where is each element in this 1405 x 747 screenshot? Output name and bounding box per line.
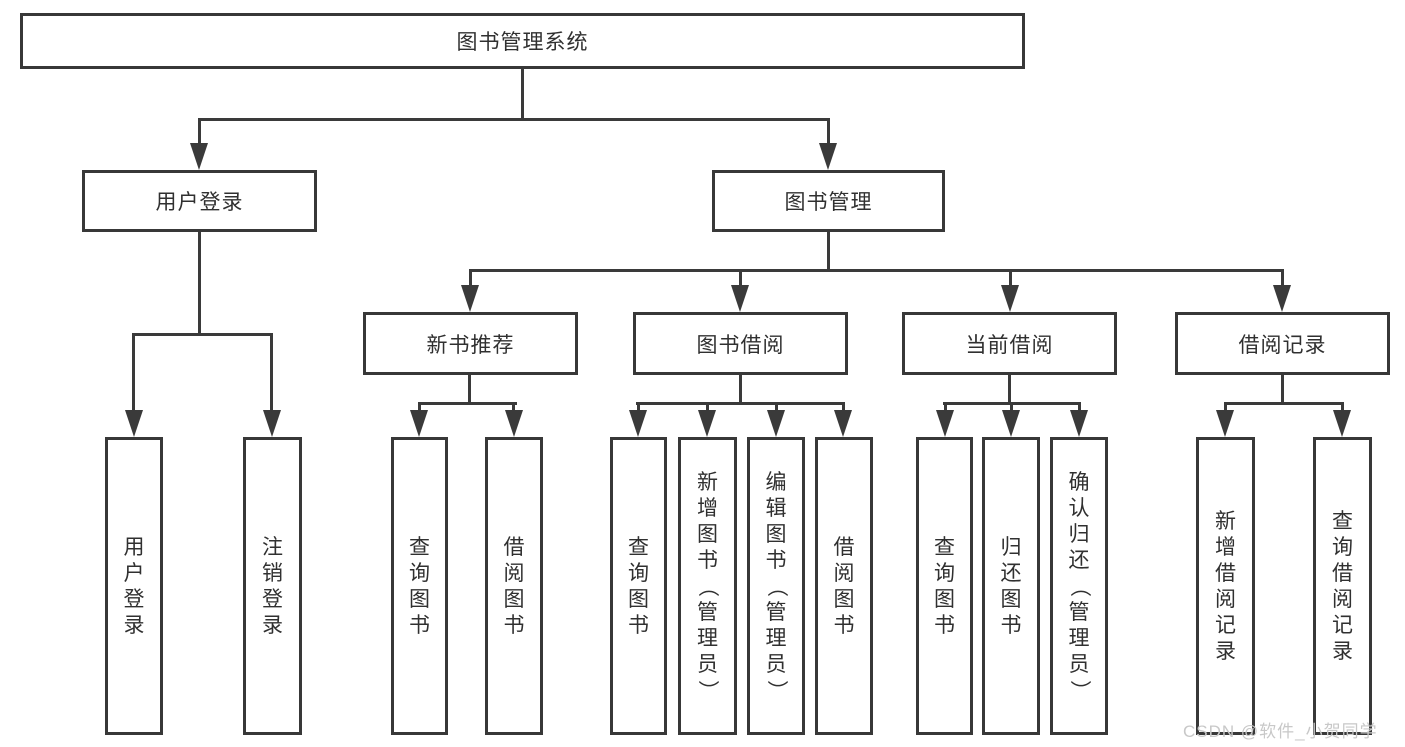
- connector-vline: [521, 69, 524, 118]
- node-label: 借阅图书: [503, 535, 525, 637]
- leaf-borrow-books-2: 借阅图书: [815, 437, 873, 735]
- connector-vline: [1281, 269, 1284, 286]
- node-label: 用户登录: [123, 535, 145, 637]
- connector-vline: [1078, 402, 1081, 412]
- leaf-add-borrow-record: 新增借阅记录: [1196, 437, 1255, 735]
- arrowhead-down-icon: [767, 410, 785, 437]
- connector-hline: [132, 333, 273, 336]
- node-new-book-recommend: 新书推荐: [363, 312, 578, 375]
- connector-vline: [512, 402, 515, 412]
- arrowhead-down-icon: [698, 410, 716, 437]
- node-label: 确认归还（管理员）: [1067, 470, 1091, 701]
- node-label: 新书推荐: [426, 333, 515, 357]
- arrowhead-down-icon: [1273, 285, 1291, 312]
- node-label: 用户登录: [155, 191, 244, 214]
- node-current-borrow: 当前借阅: [902, 312, 1117, 375]
- arrowhead-down-icon: [461, 285, 479, 312]
- arrowhead-down-icon: [125, 410, 143, 437]
- arrowhead-down-icon: [263, 410, 281, 437]
- leaf-query-books-recommend: 查询图书: [391, 437, 448, 735]
- node-label: 归还图书: [1000, 535, 1022, 637]
- connector-vline: [944, 402, 947, 412]
- node-root-system: 图书管理系统: [20, 13, 1025, 69]
- arrowhead-down-icon: [410, 410, 428, 437]
- node-label: 图书管理: [784, 191, 873, 214]
- connector-vline: [1341, 402, 1344, 412]
- connector-vline: [132, 333, 135, 411]
- connector-vline: [775, 402, 778, 412]
- connector-hline: [1224, 402, 1344, 405]
- connector-vline: [637, 402, 640, 412]
- leaf-logout: 注销登录: [243, 437, 302, 735]
- node-label: 借阅图书: [833, 535, 855, 637]
- node-label: 查询图书: [409, 535, 430, 637]
- leaf-query-books-current: 查询图书: [916, 437, 973, 735]
- leaf-return-book: 归还图书: [982, 437, 1040, 735]
- connector-vline: [739, 375, 742, 405]
- node-borrow-records: 借阅记录: [1175, 312, 1390, 375]
- node-user-login: 用户登录: [82, 170, 317, 232]
- arrowhead-down-icon: [819, 143, 837, 170]
- connector-vline: [198, 118, 201, 146]
- node-label: 新增借阅记录: [1215, 509, 1236, 663]
- arrowhead-down-icon: [505, 410, 523, 437]
- connector-vline: [827, 232, 830, 272]
- connector-vline: [1224, 402, 1227, 412]
- connector-vline: [198, 232, 201, 336]
- arrowhead-down-icon: [834, 410, 852, 437]
- node-label: 图书借阅: [696, 333, 785, 357]
- connector-vline: [842, 402, 845, 412]
- node-label: 查询图书: [934, 535, 955, 637]
- connector-hline: [636, 402, 845, 405]
- connector-vline: [1281, 375, 1284, 405]
- connector-vline: [739, 269, 742, 286]
- node-label: 编辑图书（管理员）: [764, 470, 788, 701]
- node-label: 当前借阅: [965, 333, 1054, 357]
- arrowhead-down-icon: [190, 143, 208, 170]
- connector-vline: [418, 402, 421, 412]
- leaf-confirm-return-admin: 确认归还（管理员）: [1050, 437, 1108, 735]
- leaf-edit-book-admin: 编辑图书（管理员）: [747, 437, 805, 735]
- connector-vline: [1009, 269, 1012, 286]
- connector-vline: [469, 269, 472, 286]
- arrowhead-down-icon: [1070, 410, 1088, 437]
- watermark: CSDN @软件_小贺同学: [1183, 722, 1378, 741]
- leaf-add-book-admin: 新增图书（管理员）: [678, 437, 737, 735]
- connector-hline: [198, 118, 830, 121]
- connector-vline: [468, 375, 471, 405]
- arrowhead-down-icon: [1333, 410, 1351, 437]
- node-book-borrow: 图书借阅: [633, 312, 848, 375]
- node-label: 借阅记录: [1238, 333, 1327, 357]
- arrowhead-down-icon: [1216, 410, 1234, 437]
- connector-hline: [418, 402, 517, 405]
- node-label: 图书管理系统: [456, 31, 589, 54]
- node-label: 查询借阅记录: [1332, 509, 1353, 663]
- leaf-query-borrow-record: 查询借阅记录: [1313, 437, 1372, 735]
- node-label: 新增图书（管理员）: [696, 470, 719, 701]
- arrowhead-down-icon: [936, 410, 954, 437]
- node-book-management: 图书管理: [712, 170, 945, 232]
- connector-vline: [270, 333, 273, 411]
- connector-vline: [1010, 402, 1013, 412]
- arrowhead-down-icon: [731, 285, 749, 312]
- leaf-query-books-borrow: 查询图书: [610, 437, 667, 735]
- node-label: 注销登录: [262, 535, 283, 637]
- leaf-borrow-books-recommend: 借阅图书: [485, 437, 543, 735]
- connector-vline: [1008, 375, 1011, 405]
- connector-hline: [469, 269, 1284, 272]
- arrowhead-down-icon: [1002, 410, 1020, 437]
- node-label: 查询图书: [628, 535, 649, 637]
- arrowhead-down-icon: [1001, 285, 1019, 312]
- connector-vline: [827, 118, 830, 146]
- arrowhead-down-icon: [629, 410, 647, 437]
- connector-vline: [706, 402, 709, 412]
- leaf-user-login: 用户登录: [105, 437, 163, 735]
